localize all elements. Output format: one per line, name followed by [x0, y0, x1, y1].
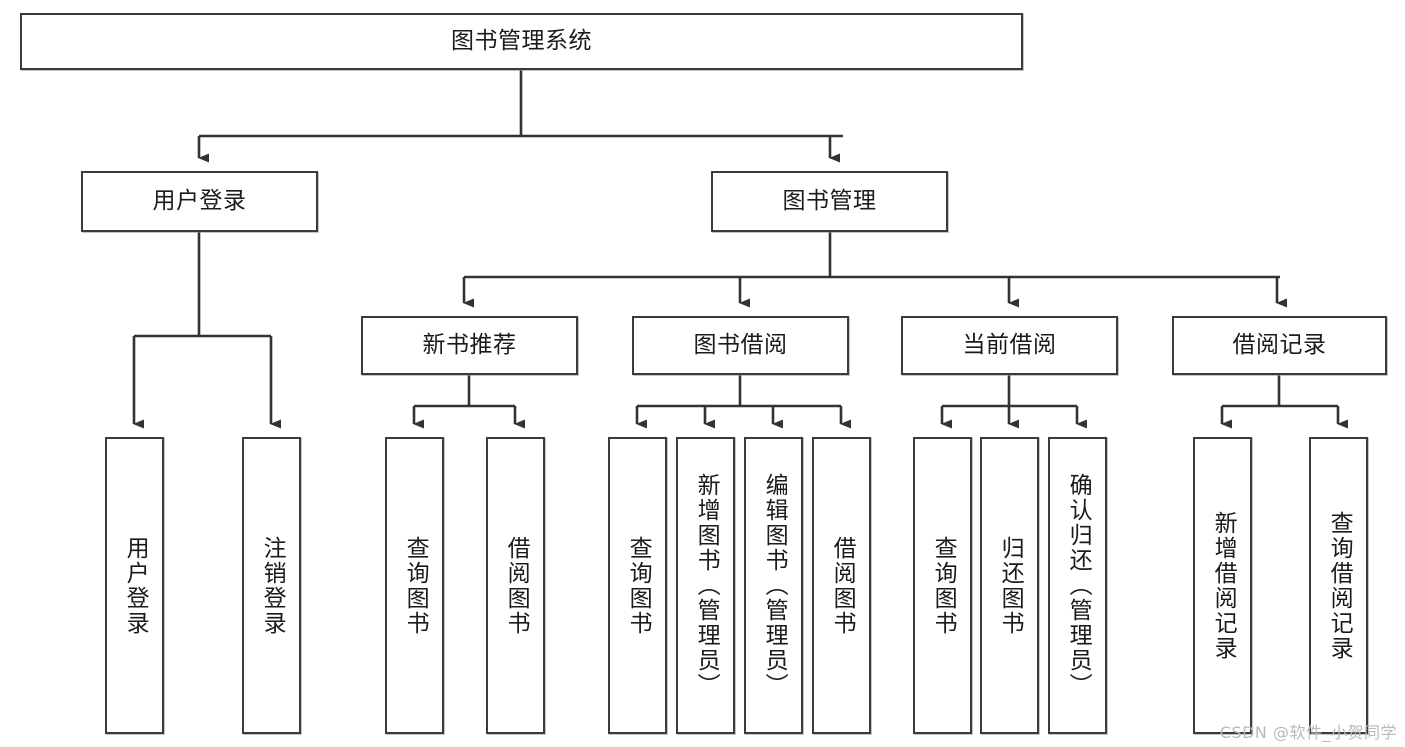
node-label: 图书管理系统 — [451, 27, 592, 54]
edge-currentborrow-to-leaves — [940, 375, 1087, 429]
node-label: 注销登录 — [259, 535, 286, 636]
leaf-query-borrow-record[interactable]: 查询借阅记录 — [1309, 437, 1368, 734]
node-user-login[interactable]: 用户登录 — [81, 171, 318, 232]
leaf-add-book-admin[interactable]: 新增图书（管理员） — [676, 437, 735, 734]
node-root-library-management-system[interactable]: 图书管理系统 — [20, 13, 1023, 70]
node-label: 新增借阅记录 — [1210, 510, 1237, 661]
node-label: 新增图书（管理员） — [693, 473, 720, 698]
node-new-book-recommendation[interactable]: 新书推荐 — [361, 316, 578, 375]
edge-userlogin-to-leaves — [132, 232, 281, 429]
leaf-logout[interactable]: 注销登录 — [242, 437, 301, 734]
leaf-edit-book-admin[interactable]: 编辑图书（管理员） — [744, 437, 803, 734]
node-label: 归还图书 — [997, 535, 1024, 636]
node-label: 用户登录 — [122, 535, 149, 636]
node-borrow-record[interactable]: 借阅记录 — [1172, 316, 1387, 375]
leaf-add-borrow-record[interactable]: 新增借阅记录 — [1193, 437, 1252, 734]
csdn-watermark: CSDN @软件_小贺同学 — [1219, 723, 1397, 742]
node-label: 查询图书 — [625, 535, 652, 636]
node-current-borrowing[interactable]: 当前借阅 — [901, 316, 1118, 375]
leaf-borrow-book-borrowing[interactable]: 借阅图书 — [812, 437, 871, 734]
node-label: 新书推荐 — [422, 331, 517, 358]
edge-bookmanage-to-level3 — [462, 232, 1287, 308]
leaf-return-book[interactable]: 归还图书 — [980, 437, 1039, 734]
leaf-query-book-borrowing[interactable]: 查询图书 — [608, 437, 667, 734]
leaf-query-book-current[interactable]: 查询图书 — [913, 437, 972, 734]
node-book-borrowing[interactable]: 图书借阅 — [632, 316, 849, 375]
leaf-user-login[interactable]: 用户登录 — [105, 437, 164, 734]
edge-bookborrow-to-leaves — [635, 375, 851, 429]
node-label: 查询图书 — [930, 535, 957, 636]
node-label: 用户登录 — [152, 187, 247, 214]
node-label: 确认归还（管理员） — [1065, 473, 1092, 698]
leaf-confirm-return-admin[interactable]: 确认归还（管理员） — [1048, 437, 1107, 734]
node-label: 编辑图书（管理员） — [761, 473, 788, 698]
node-label: 查询图书 — [402, 535, 429, 636]
node-label: 借阅图书 — [503, 535, 530, 636]
leaf-borrow-book-new-recommendation[interactable]: 借阅图书 — [486, 437, 545, 734]
node-label: 图书借阅 — [693, 331, 788, 358]
node-label: 图书管理 — [782, 187, 877, 214]
node-book-management[interactable]: 图书管理 — [711, 171, 948, 232]
leaf-query-book-new-recommendation[interactable]: 查询图书 — [385, 437, 444, 734]
node-label: 当前借阅 — [962, 331, 1057, 358]
node-label: 借阅图书 — [829, 535, 856, 636]
edge-newbook-to-leaves — [412, 375, 525, 429]
node-label: 查询借阅记录 — [1326, 510, 1353, 661]
edge-root-to-level2 — [197, 70, 843, 163]
node-label: 借阅记录 — [1232, 331, 1327, 358]
edge-borrowrecord-to-leaves — [1220, 375, 1348, 429]
